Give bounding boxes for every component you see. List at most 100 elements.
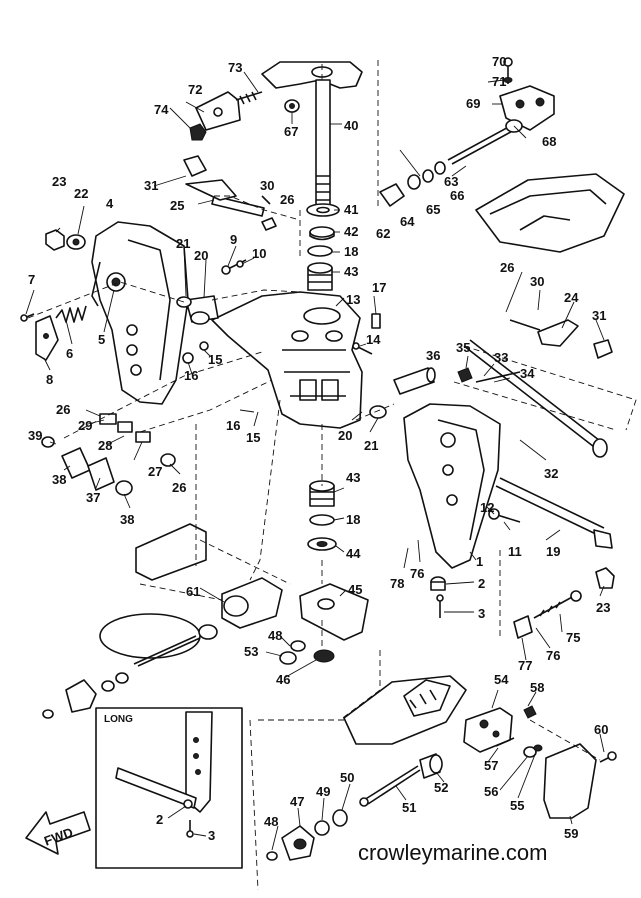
nut-67 — [284, 99, 300, 113]
label-45: 45 — [348, 582, 362, 597]
clamp-bracket-4 — [91, 221, 189, 405]
label-76-b: 76 — [546, 648, 560, 663]
label-65: 65 — [426, 202, 440, 217]
nut-74 — [189, 123, 207, 141]
label-43-top: 43 — [344, 264, 358, 279]
clip-30-top — [261, 195, 271, 205]
screw-60 — [599, 751, 617, 763]
mount-61 — [221, 577, 283, 629]
grease-nipple-14 — [352, 342, 373, 355]
plate-61-upper — [135, 523, 207, 581]
bushing-52 — [419, 753, 443, 779]
label-66: 66 — [450, 188, 464, 203]
label-9: 9 — [230, 232, 237, 247]
label-44: 44 — [346, 546, 361, 561]
label-26-lower: 26 — [172, 480, 186, 495]
rod-33-34 — [475, 371, 521, 383]
label-31-right: 31 — [592, 308, 606, 323]
label-68: 68 — [542, 134, 556, 149]
label-14: 14 — [366, 332, 381, 347]
label-26-left: 26 — [56, 402, 70, 417]
bolt-26-top — [261, 217, 277, 231]
bushing-2 — [430, 576, 446, 591]
tilt-tube-20-left — [185, 295, 219, 325]
label-74: 74 — [154, 102, 169, 117]
label-30-top: 30 — [260, 178, 274, 193]
cap-46 — [313, 649, 335, 663]
label-48-b: 48 — [264, 814, 278, 829]
label-20-left: 20 — [194, 248, 208, 263]
washers-48-53 — [279, 640, 306, 665]
grease-15-16 — [182, 341, 209, 364]
label-7: 7 — [28, 272, 35, 287]
label-55: 55 — [510, 798, 524, 813]
swivel-bracket-13 — [211, 291, 363, 429]
label-27: 27 — [148, 464, 162, 479]
inset-box-title: LONG — [104, 714, 133, 725]
label-18-top: 18 — [344, 244, 358, 259]
label-3-right: 3 — [478, 606, 485, 621]
part-number-labels: 73 72 74 67 40 31 30 25 26 41 42 18 43 1… — [28, 54, 610, 843]
label-16-left: 16 — [184, 368, 198, 383]
label-21-right: 21 — [364, 438, 378, 453]
label-13: 13 — [346, 292, 360, 307]
bracket-54 — [463, 707, 513, 753]
label-40: 40 — [344, 118, 358, 133]
trim-rod-32 — [463, 339, 608, 458]
label-36: 36 — [426, 348, 440, 363]
label-2-right: 2 — [478, 576, 485, 591]
label-69: 69 — [466, 96, 480, 111]
label-75: 75 — [566, 630, 580, 645]
label-22: 22 — [74, 186, 88, 201]
nut-58 — [523, 705, 537, 719]
tilt-motor-bracket-69 — [499, 85, 555, 131]
label-35: 35 — [456, 340, 470, 355]
pin-17 — [371, 313, 381, 329]
label-50: 50 — [340, 770, 354, 785]
label-57: 57 — [484, 758, 498, 773]
label-25: 25 — [170, 198, 184, 213]
tilt-tube-19 — [495, 477, 613, 549]
label-3-inset: 3 — [208, 828, 215, 843]
nut-23-right — [595, 567, 615, 589]
label-30-right: 30 — [530, 274, 544, 289]
washer-39 — [41, 436, 55, 448]
label-76-a: 76 — [410, 566, 424, 581]
label-46: 46 — [276, 672, 290, 687]
label-15-left: 15 — [208, 352, 222, 367]
steering-arm-40 — [261, 61, 363, 209]
lower-mount-housing — [343, 675, 467, 745]
label-15-center: 15 — [246, 430, 260, 445]
label-18-lower: 18 — [346, 512, 360, 527]
label-17: 17 — [372, 280, 386, 295]
bracket-72 — [195, 91, 241, 131]
label-20-right: 20 — [338, 428, 352, 443]
bolt-long-left — [133, 624, 218, 667]
label-37: 37 — [86, 490, 100, 505]
oring-18-lower — [309, 514, 335, 526]
bolt-75 — [533, 590, 582, 619]
label-73: 73 — [228, 60, 242, 75]
tray-bracket — [475, 173, 625, 253]
oring-18-top — [307, 245, 333, 257]
label-49: 49 — [316, 784, 330, 799]
leader-lines — [25, 71, 605, 851]
bracket-24 — [509, 319, 579, 347]
cap-31-right — [593, 339, 613, 359]
nut-26-lower — [160, 453, 176, 467]
nut-35 — [457, 367, 473, 383]
label-53: 53 — [244, 644, 258, 659]
nut-23-left — [45, 229, 65, 251]
label-5: 5 — [98, 332, 105, 347]
clamp-bracket-1 — [403, 403, 501, 569]
rod-63 — [447, 123, 519, 165]
loop-cable — [99, 613, 201, 659]
label-24: 24 — [564, 290, 579, 305]
label-16-center: 16 — [226, 418, 240, 433]
bushing-43-top — [307, 262, 333, 291]
pins-26-29 — [99, 413, 151, 443]
bushing-42 — [309, 226, 335, 241]
washers-48-50-lower — [266, 809, 348, 861]
